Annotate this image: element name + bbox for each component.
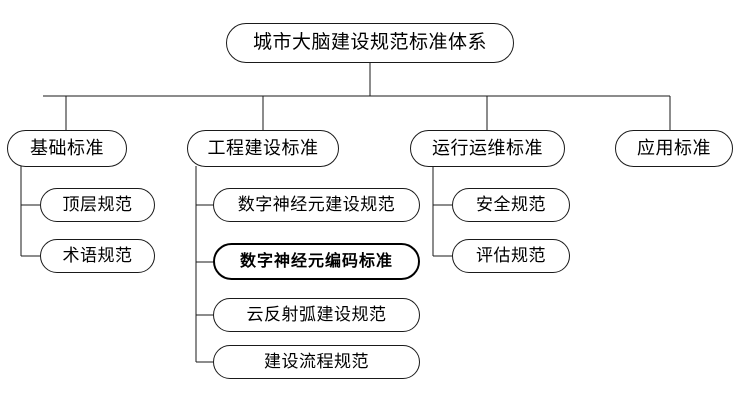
node-branch-engineering-standard-label: 工程建设标准 bbox=[207, 138, 319, 158]
node-branch-engineering-standard[interactable]: 工程建设标准 bbox=[187, 130, 339, 167]
node-root-label: 城市大脑建设规范标准体系 bbox=[252, 32, 487, 53]
node-leaf-cloud-reflex-arc-construction-spec-label: 云反射弧建设规范 bbox=[246, 305, 387, 324]
node-leaf-terminology-spec-label: 术语规范 bbox=[62, 246, 133, 265]
node-leaf-security-spec-label: 安全规范 bbox=[476, 195, 546, 214]
node-branch-basic-standard[interactable]: 基础标准 bbox=[7, 130, 127, 167]
node-leaf-cloud-reflex-arc-construction-spec[interactable]: 云反射弧建设规范 bbox=[213, 298, 420, 332]
node-leaf-construction-process-spec[interactable]: 建设流程规范 bbox=[213, 345, 420, 379]
node-leaf-digital-neuron-construction-spec[interactable]: 数字神经元建设规范 bbox=[213, 188, 420, 222]
node-leaf-digital-neuron-construction-spec-label: 数字神经元建设规范 bbox=[237, 195, 396, 214]
node-branch-basic-standard-label: 基础标准 bbox=[30, 138, 104, 158]
node-leaf-assessment-spec-label: 评估规范 bbox=[476, 246, 546, 265]
node-branch-application-standard-label: 应用标准 bbox=[637, 138, 711, 158]
node-leaf-top-level-spec[interactable]: 顶层规范 bbox=[40, 188, 155, 222]
node-root[interactable]: 城市大脑建设规范标准体系 bbox=[226, 23, 514, 63]
node-branch-application-standard[interactable]: 应用标准 bbox=[615, 130, 733, 167]
node-leaf-digital-neuron-coding-standard[interactable]: 数字神经元编码标准 bbox=[213, 243, 420, 280]
node-leaf-security-spec[interactable]: 安全规范 bbox=[452, 188, 570, 222]
node-branch-operations-standard[interactable]: 运行运维标准 bbox=[410, 130, 565, 167]
node-leaf-construction-process-spec-label: 建设流程规范 bbox=[264, 352, 369, 371]
node-leaf-assessment-spec[interactable]: 评估规范 bbox=[452, 239, 570, 273]
node-branch-operations-standard-label: 运行运维标准 bbox=[432, 138, 543, 158]
node-leaf-top-level-spec-label: 顶层规范 bbox=[62, 195, 133, 214]
node-leaf-terminology-spec[interactable]: 术语规范 bbox=[40, 239, 155, 273]
node-leaf-digital-neuron-coding-standard-label: 数字神经元编码标准 bbox=[239, 251, 393, 270]
